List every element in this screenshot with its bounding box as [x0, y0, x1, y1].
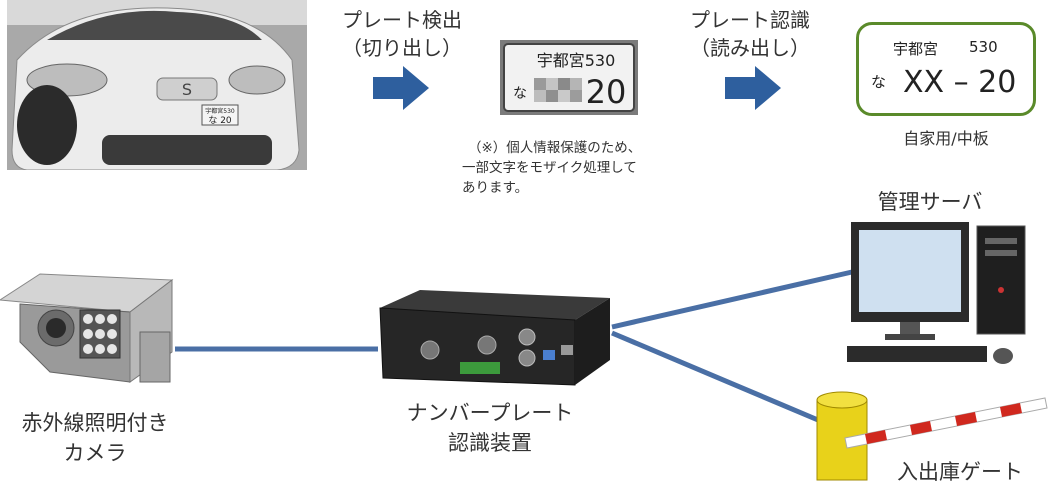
server-pc-illustration: [847, 222, 1026, 364]
camera-label: 赤外線照明付き カメラ: [0, 408, 190, 468]
cable-gate: [611, 330, 819, 423]
plate-class-number: 530: [969, 38, 998, 56]
mosaic-block: [534, 78, 582, 102]
plate-number: XX – 20: [903, 65, 1017, 100]
plate-kana: な: [871, 73, 887, 91]
step-detection-line1: プレート検出: [342, 8, 462, 32]
gate-label: 入出庫ゲート: [897, 460, 1023, 484]
step-detection-label: プレート検出 （切り出し）: [322, 6, 482, 62]
plate-region: 宇都宮: [893, 40, 939, 58]
car-plate-top: 宇都宮530: [205, 107, 235, 115]
arrow-right-icon: [373, 66, 429, 110]
plate-type-caption: 自家用/中板: [903, 129, 989, 148]
step-detection-line2: （切り出し）: [342, 36, 462, 60]
recognition-device-label: ナンバープレート 認識装置: [390, 398, 590, 458]
ir-camera-illustration: [0, 273, 174, 383]
car-photo: S 宇都宮530 な 20: [7, 0, 307, 170]
plate-crop-kana: な: [513, 86, 527, 102]
plate-recognition-device-illustration: [379, 290, 610, 386]
plate-crop-top: 宇都宮530: [537, 51, 616, 70]
privacy-note-line2: 一部文字をモザイク処理して: [462, 160, 637, 176]
gate-barrier-illustration: [816, 391, 1048, 481]
step-recognition-line1: プレート認識: [690, 8, 810, 32]
arrow-right-icon: [725, 66, 781, 110]
server-label: 管理サーバ: [877, 190, 983, 214]
recognition-device-label-line2: 認識装置: [448, 431, 532, 455]
step-recognition-label: プレート認識 （読み出し）: [670, 6, 830, 62]
camera-label-line2: カメラ: [63, 441, 127, 465]
camera-label-line1: 赤外線照明付き: [21, 411, 169, 435]
privacy-note-line3: あります。: [462, 180, 529, 196]
svg-text:S: S: [182, 80, 192, 99]
privacy-note: （※）個人情報保護のため、 一部文字をモザイク処理して あります。: [462, 138, 692, 198]
step-recognition-line2: （読み出し）: [690, 36, 810, 60]
plate-crop-image: 宇都宮530 な 20: [500, 40, 638, 115]
plate-crop-number: 20: [586, 73, 627, 111]
cable-server: [611, 269, 853, 330]
recognition-device-label-line1: ナンバープレート: [406, 401, 574, 425]
car-plate-bottom: な 20: [208, 115, 232, 126]
privacy-note-line1: （※）個人情報保護のため、: [468, 140, 642, 156]
recognized-plate: 宇都宮 530 な XX – 20: [856, 22, 1036, 116]
